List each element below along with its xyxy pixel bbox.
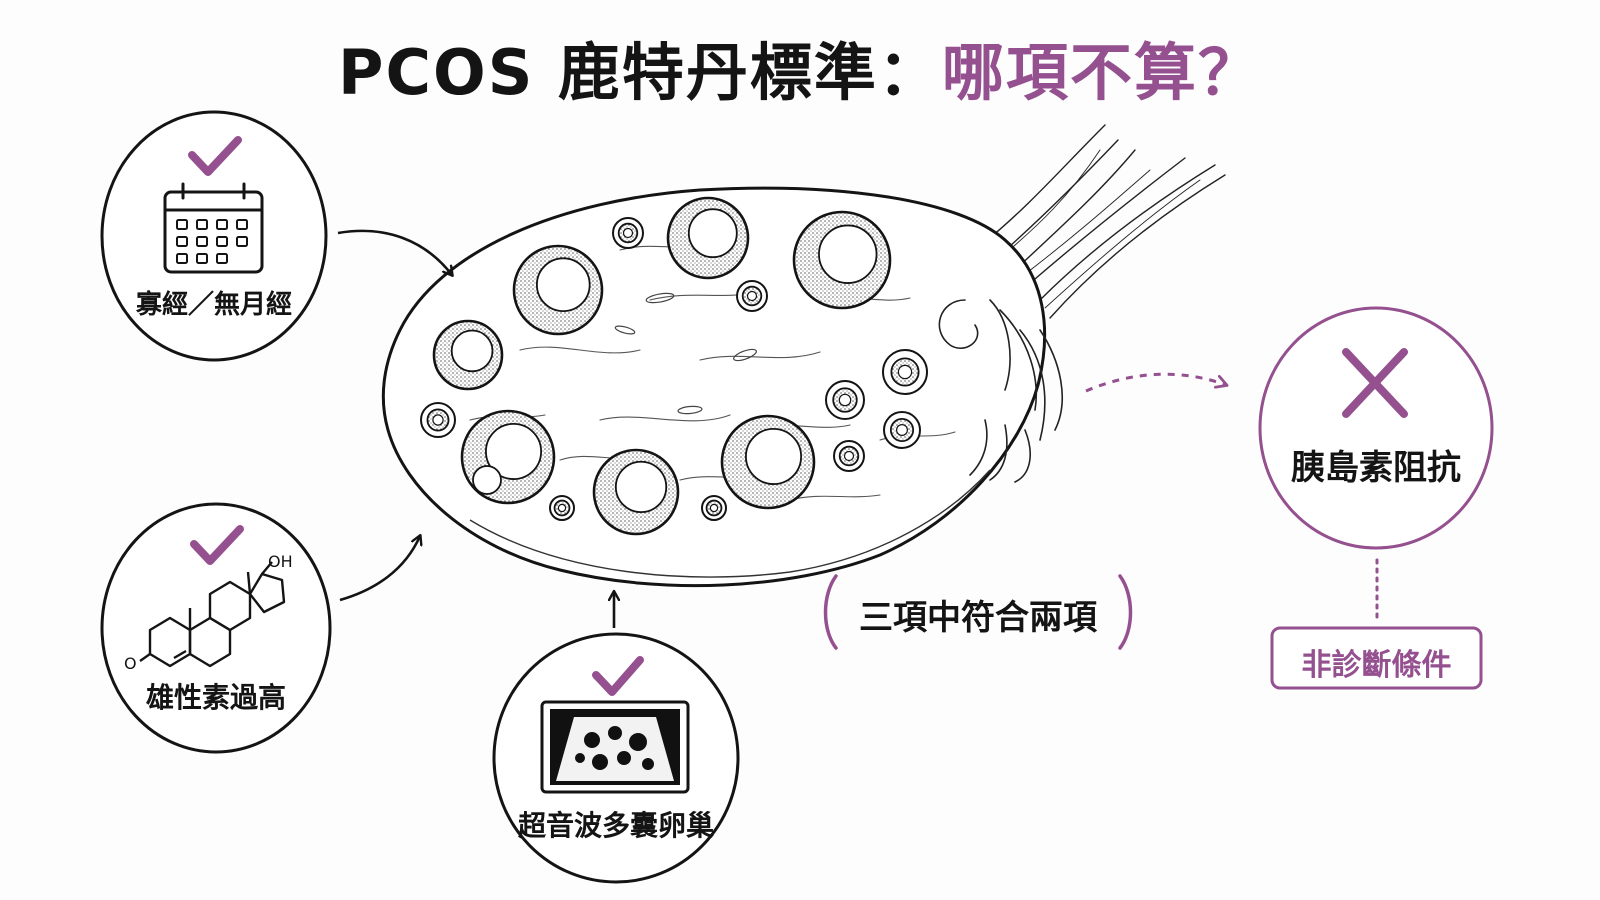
calendar-icon [163,182,264,274]
criterion-androgen [100,502,332,754]
follicle-core [557,503,567,513]
ovary-vessel-marks [614,292,757,415]
follicle-antrum [485,422,543,480]
title-question: 哪項不算？ [941,36,1262,109]
steroid-molecule-icon [139,561,286,668]
arrow-androgen-to-ovary [339,536,420,602]
molecule-oh-label: OH [268,552,293,571]
follicle-core [709,503,719,513]
title-main: PCOS 鹿特丹標準： [338,36,942,109]
x-icon [1342,348,1408,418]
follicle-core [746,290,758,302]
check-icon [190,525,244,565]
molecule-o-label: O [124,654,137,673]
criterion-menstrual-label: 寡經／無月經 [135,290,292,320]
arrow-dashed-to-excluded [1085,372,1226,393]
ultrasound-icon [540,700,690,794]
badge-box [1270,626,1483,690]
rule-note: 三項中符合兩項 [859,598,1097,638]
ovarian-follicles [420,196,928,536]
follicle-antrum [535,257,591,313]
follicle-core [838,393,852,407]
ovary-rim [469,469,991,578]
criterion-menstrual-circle [100,110,328,362]
criterion-ultrasound-label: 超音波多囊卵巢 [517,809,714,842]
ovarian-ligament [984,124,1226,319]
follicle-antrum [687,208,738,259]
criterion-menstrual [100,110,328,362]
follicle-core [843,450,855,462]
excluded-badge: 非診斷條件 [1301,648,1452,683]
rule-note-brackets [823,574,1133,650]
follicle-core [895,424,908,437]
follicle-core [432,414,444,426]
follicle-oocyte [472,465,502,495]
follicle-antrum [818,224,878,284]
arrows [337,229,1226,628]
criterion-ultrasound [492,632,740,884]
criterion-androgen-label: 雄性素過高 [145,681,286,714]
excluded-label: 胰島素阻抗 [1291,448,1461,488]
follicle-core [897,364,913,380]
check-icon [592,656,644,696]
check-icon [188,136,242,176]
page-title: PCOS 鹿特丹標準：哪項不算？ [0,22,1600,112]
arrow-menstrual-to-ovary [337,229,452,275]
excluded-circle [1258,306,1494,550]
follicle-antrum [745,427,803,485]
follicle-core [622,227,634,239]
follicle-antrum [614,460,668,514]
fimbriae [938,299,1063,483]
excluded-insulin-resistance [1258,306,1494,690]
follicle-antrum [450,329,494,373]
criterion-androgen-circle [100,502,332,754]
